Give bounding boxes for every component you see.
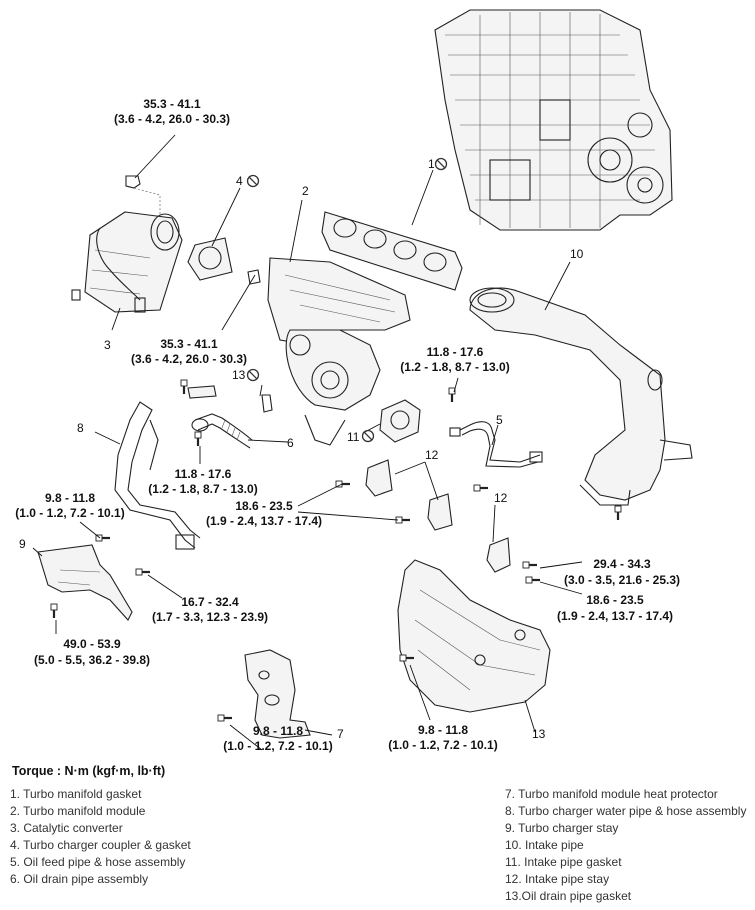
parts-legend-right: 7. Turbo manifold module heat protector … <box>505 786 746 905</box>
legend-item: 5. Oil feed pipe & hose assembly <box>10 855 186 869</box>
callout-3: 3 <box>104 338 111 352</box>
callout-13: 13 <box>532 727 546 741</box>
torque-spec-line1: 16.7 - 32.4 <box>181 595 239 609</box>
legend-item: 8. Turbo charger water pipe & hose assem… <box>505 804 747 818</box>
torque-spec-line1: 11.8 - 17.6 <box>175 467 232 481</box>
oil-drain-pipe-gasket <box>187 385 273 413</box>
turbo-charger-stay <box>37 544 133 621</box>
callout-5: 5 <box>496 413 503 427</box>
legend-item: 11. Intake pipe gasket <box>505 855 622 869</box>
torque-spec-line1: 18.6 - 23.5 <box>586 593 644 607</box>
torque-spec-line1: 35.3 - 41.1 <box>143 97 201 111</box>
torque-units-heading: Torque : N·m (kgf·m, lb·ft) <box>12 764 166 778</box>
torque-spec-line1: 29.4 - 34.3 <box>593 557 651 571</box>
legend-item: 4. Turbo charger coupler & gasket <box>10 838 191 852</box>
callout-10: 10 <box>570 247 584 261</box>
engine-block <box>434 9 673 231</box>
callout-12b: 12 <box>494 491 508 505</box>
callout-numbers: 1 2 3 4 5 6 7 8 9 10 11 12 12 13 13 <box>19 157 584 741</box>
torque-spec-line1: 49.0 - 53.9 <box>63 637 121 651</box>
torque-spec-line2: (1.0 - 1.2, 7.2 - 10.1) <box>388 738 497 752</box>
torque-spec-line2: (3.0 - 3.5, 21.6 - 25.3) <box>564 573 680 587</box>
catalytic-converter <box>71 211 183 313</box>
torque-spec-line2: (1.0 - 1.2, 7.2 - 10.1) <box>15 506 124 520</box>
callout-4: 4 <box>236 174 243 188</box>
legend-item: 3. Catalytic converter <box>10 821 123 835</box>
oil-feed-pipe <box>449 421 543 468</box>
leader-lines <box>32 134 583 751</box>
torque-spec-line2: (1.0 - 1.2, 7.2 - 10.1) <box>223 739 332 753</box>
torque-spec-line2: (1.9 - 2.4, 13.7 - 17.4) <box>557 609 673 623</box>
torque-spec-line1: 35.3 - 41.1 <box>160 337 218 351</box>
torque-spec-line2: (1.2 - 1.8, 8.7 - 13.0) <box>148 482 257 496</box>
callout-13-upper: 13 <box>232 368 246 382</box>
legend-item: 9. Turbo charger stay <box>505 821 619 835</box>
legend-item: 1. Turbo manifold gasket <box>10 787 142 801</box>
callout-11: 11 <box>347 430 360 444</box>
torque-labels: 35.3 - 41.1 (3.6 - 4.2, 26.0 - 30.3) 35.… <box>15 97 680 753</box>
callout-1: 1 <box>428 157 435 171</box>
legend-item: 10. Intake pipe <box>505 838 584 852</box>
torque-spec-line2: (1.2 - 1.8, 8.7 - 13.0) <box>400 360 509 374</box>
callout-9: 9 <box>19 537 26 551</box>
torque-spec-line2: (3.6 - 4.2, 26.0 - 30.3) <box>114 112 230 126</box>
torque-spec-line2: (3.6 - 4.2, 26.0 - 30.3) <box>131 352 247 366</box>
callout-8: 8 <box>77 421 84 435</box>
turbo-manifold-module <box>267 257 411 446</box>
intake-pipe-gasket <box>379 399 421 443</box>
legend-item: 13.Oil drain pipe gasket <box>505 889 632 903</box>
legend-item: 7. Turbo manifold module heat protector <box>505 787 718 801</box>
callout-7: 7 <box>337 727 344 741</box>
torque-spec-line2: (1.7 - 3.3, 12.3 - 23.9) <box>152 610 268 624</box>
turbo-charger-water-pipe <box>114 401 201 550</box>
heat-protector-upper <box>244 649 311 739</box>
torque-spec-line1: 11.8 - 17.6 <box>427 345 484 359</box>
legend-item: 2. Turbo manifold module <box>10 804 146 818</box>
torque-spec-line2: (1.9 - 2.4, 13.7 - 17.4) <box>206 514 322 528</box>
legend-item: 12. Intake pipe stay <box>505 872 610 886</box>
parts-legend-left: 1. Turbo manifold gasket 2. Turbo manifo… <box>10 786 191 888</box>
converter-nut <box>125 175 141 189</box>
torque-spec-line1: 9.8 - 11.8 <box>418 723 468 737</box>
callout-12a: 12 <box>425 448 439 462</box>
callout-6: 6 <box>287 436 294 450</box>
torque-spec-line2: (5.0 - 5.5, 36.2 - 39.8) <box>34 653 150 667</box>
turbo-charger-coupler-gasket <box>187 237 261 285</box>
torque-spec-line1: 18.6 - 23.5 <box>235 499 293 513</box>
torque-spec-line1: 9.8 - 11.8 <box>45 491 95 505</box>
oil-drain-pipe <box>191 413 253 449</box>
legend-item: 6. Oil drain pipe assembly <box>10 872 149 886</box>
intake-pipe <box>469 287 693 506</box>
turbo-manifold-gasket <box>321 211 463 291</box>
torque-spec-line1: 9.8 - 11.8 <box>253 724 303 738</box>
intake-pipe-stay <box>365 459 511 573</box>
callout-2: 2 <box>302 184 309 198</box>
